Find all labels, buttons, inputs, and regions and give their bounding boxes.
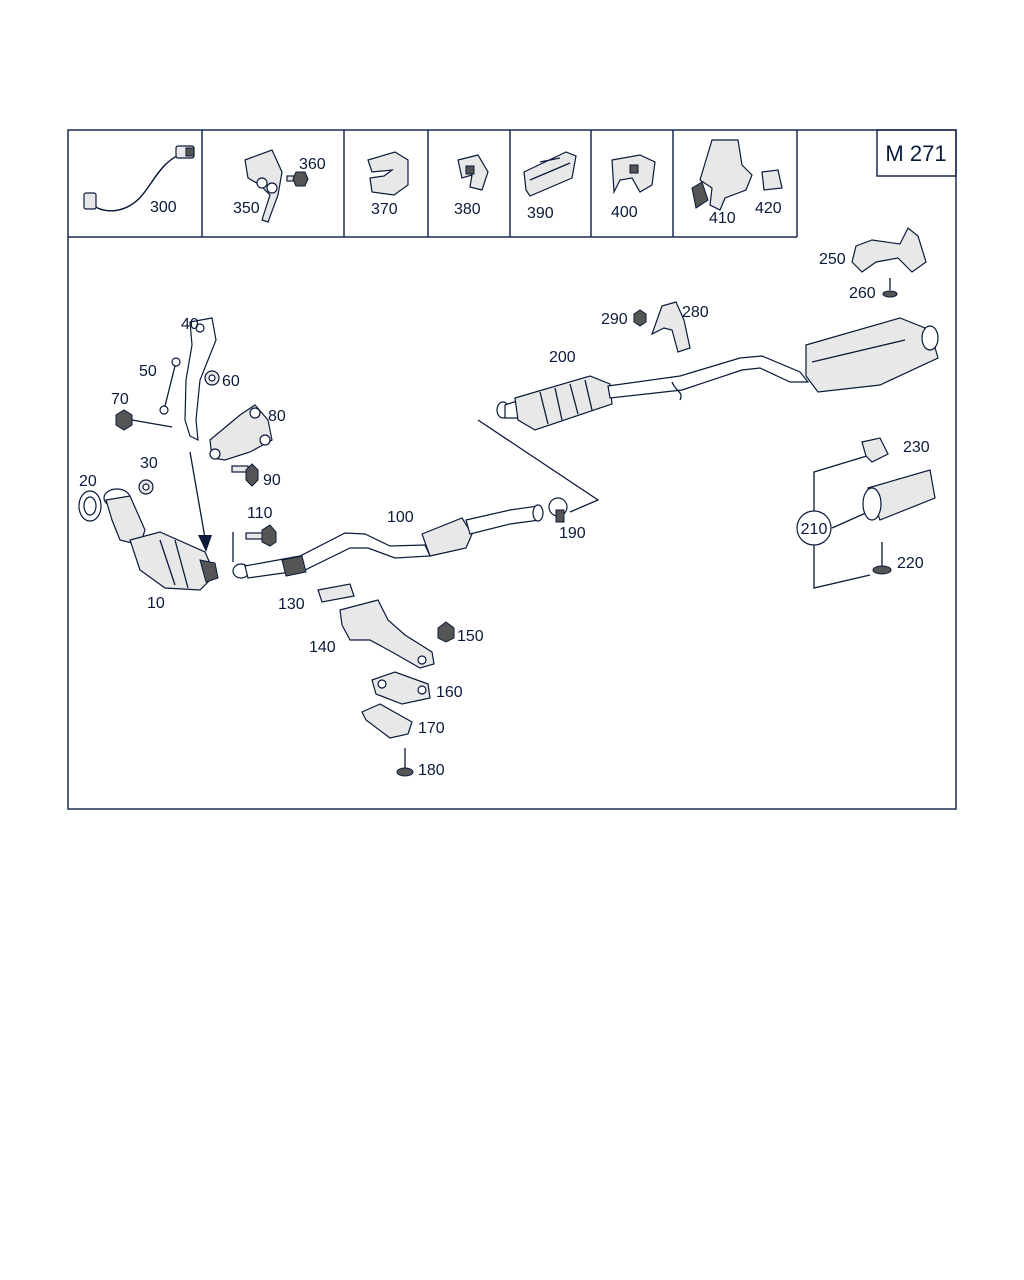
label-250[interactable]: 250	[819, 251, 846, 268]
part-350-bracket[interactable]	[244, 149, 283, 223]
part-250-hanger[interactable]	[851, 227, 927, 273]
part-260-nut[interactable]	[882, 278, 898, 298]
label-70[interactable]: 70	[111, 391, 129, 408]
label-60[interactable]: 60	[222, 373, 240, 390]
label-180[interactable]: 180	[418, 762, 445, 779]
label-370[interactable]: 370	[371, 201, 398, 218]
part-280-hanger[interactable]	[650, 301, 691, 353]
part-380-clamp[interactable]	[457, 154, 489, 191]
part-80-mount[interactable]	[209, 404, 273, 461]
part-110-bolt[interactable]	[245, 524, 277, 547]
part-10-catalytic-converter[interactable]	[103, 488, 219, 591]
part-290-nut[interactable]	[633, 309, 647, 327]
part-180-bolt[interactable]	[396, 748, 414, 777]
label-130[interactable]: 130	[278, 596, 305, 613]
part-labels: 300 350 360 370 380 390 400 410 420 40 5…	[79, 156, 930, 779]
label-20[interactable]: 20	[79, 473, 97, 490]
diagram-frame	[67, 129, 957, 810]
part-20-gasket[interactable]	[78, 490, 102, 522]
label-290[interactable]: 290	[601, 311, 628, 328]
label-40[interactable]: 40	[181, 316, 199, 333]
label-410[interactable]: 410	[709, 210, 736, 227]
part-410-bracket[interactable]	[691, 139, 753, 211]
model-code: M 271	[885, 141, 946, 166]
label-140[interactable]: 140	[309, 639, 336, 656]
label-300[interactable]: 300	[150, 199, 177, 216]
model-code-box: M 271	[876, 129, 957, 177]
part-230-clip[interactable]	[861, 437, 889, 463]
label-160[interactable]: 160	[436, 684, 463, 701]
part-60-washer[interactable]	[204, 370, 220, 386]
label-420[interactable]: 420	[755, 200, 782, 217]
part-140-hanger[interactable]	[339, 599, 435, 669]
label-280[interactable]: 280	[682, 304, 709, 321]
label-50[interactable]: 50	[139, 363, 157, 380]
label-380[interactable]: 380	[454, 201, 481, 218]
part-200-intermediate-pipe[interactable]	[496, 317, 939, 431]
assembly-arrow	[189, 451, 212, 552]
part-160-rubber-mount[interactable]	[371, 671, 431, 705]
label-200[interactable]: 200	[549, 349, 576, 366]
part-170-plate[interactable]	[361, 703, 413, 739]
part-210-tailpipe-group	[796, 454, 871, 589]
label-230[interactable]: 230	[903, 439, 930, 456]
part-400-bracket[interactable]	[611, 154, 656, 195]
label-390[interactable]: 390	[527, 205, 554, 222]
label-10[interactable]: 10	[147, 595, 165, 612]
label-210[interactable]: 210	[801, 521, 828, 538]
leader-200-190	[477, 419, 600, 513]
part-390-heat-shield[interactable]	[523, 151, 577, 197]
part-360-bolt[interactable]	[286, 171, 309, 187]
part-130-bracket[interactable]	[317, 583, 355, 603]
label-400[interactable]: 400	[611, 204, 638, 221]
part-300-oxygen-sensor[interactable]	[83, 145, 195, 212]
label-220[interactable]: 220	[897, 555, 924, 572]
part-30-nut[interactable]	[138, 479, 154, 495]
label-90[interactable]: 90	[263, 472, 281, 489]
part-90-bolt[interactable]	[231, 463, 259, 487]
part-420-clip[interactable]	[761, 169, 783, 191]
part-50-support-rod[interactable]	[159, 357, 181, 415]
part-tailpipe-trim[interactable]	[862, 469, 936, 521]
label-350[interactable]: 350	[233, 200, 260, 217]
part-190-clamp[interactable]	[548, 497, 568, 523]
part-40-strap[interactable]	[184, 317, 217, 442]
callout-210-circle[interactable]	[796, 510, 832, 546]
label-360[interactable]: 360	[299, 156, 326, 173]
part-150-nut[interactable]	[437, 621, 455, 643]
label-100[interactable]: 100	[387, 509, 414, 526]
part-220-screw[interactable]	[872, 542, 892, 575]
label-110[interactable]: 110	[247, 505, 273, 522]
label-80[interactable]: 80	[268, 408, 286, 425]
label-190[interactable]: 190	[559, 525, 586, 542]
part-70-bolt[interactable]	[115, 409, 173, 431]
part-100-front-pipe[interactable]	[232, 504, 544, 579]
label-260[interactable]: 260	[849, 285, 876, 302]
label-150[interactable]: 150	[457, 628, 484, 645]
part-370-clip[interactable]	[367, 151, 409, 196]
label-30[interactable]: 30	[140, 455, 158, 472]
label-170[interactable]: 170	[418, 720, 445, 737]
